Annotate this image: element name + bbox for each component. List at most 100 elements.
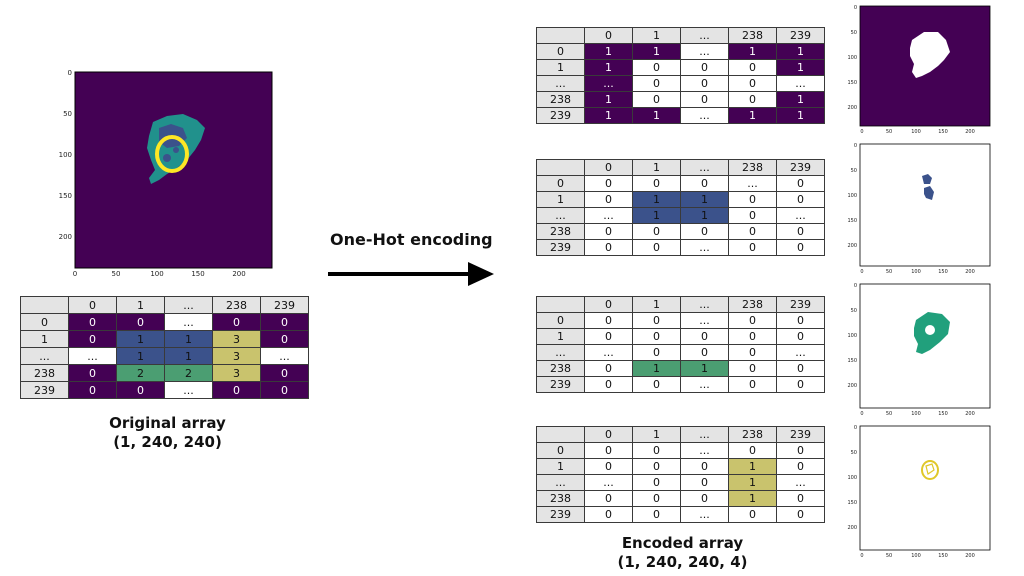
svg-text:200: 200 bbox=[965, 129, 975, 135]
row-header: ... bbox=[536, 207, 585, 224]
table-cell: ... bbox=[584, 75, 633, 92]
table-cell: 1 bbox=[584, 43, 633, 60]
svg-text:150: 150 bbox=[938, 553, 948, 559]
row-header: 0 bbox=[536, 43, 585, 60]
table-cell: 0 bbox=[680, 328, 729, 345]
svg-text:200: 200 bbox=[965, 553, 975, 559]
table-cell: 1 bbox=[776, 59, 825, 76]
svg-text:200: 200 bbox=[965, 411, 975, 417]
original-mask-image: 0 50 100 150 200 0 50 100 150 200 bbox=[59, 69, 273, 278]
table-cell: 0 bbox=[776, 506, 825, 523]
table-cell: 2 bbox=[164, 364, 213, 382]
table-cell: 0 bbox=[776, 191, 825, 208]
table-cell: 0 bbox=[632, 490, 681, 507]
one-hot-label: One-Hot encoding bbox=[330, 230, 493, 249]
table-cell: 1 bbox=[584, 91, 633, 108]
row-header: 0 bbox=[536, 442, 585, 459]
table-cell: 2 bbox=[116, 364, 165, 382]
table-cell: 0 bbox=[584, 239, 633, 256]
column-header: 238 bbox=[728, 426, 777, 443]
table-cell: 0 bbox=[728, 59, 777, 76]
column-header: 1 bbox=[116, 296, 165, 314]
column-header: 238 bbox=[728, 159, 777, 176]
column-header: 238 bbox=[728, 296, 777, 313]
table-cell: ... bbox=[680, 107, 729, 124]
table-cell: ... bbox=[776, 344, 825, 361]
svg-text:50: 50 bbox=[886, 553, 892, 559]
row-header: 238 bbox=[536, 91, 585, 108]
corner-cell bbox=[536, 426, 585, 443]
table-cell: 0 bbox=[728, 344, 777, 361]
table-cell: 0 bbox=[728, 191, 777, 208]
table-cell: 0 bbox=[632, 458, 681, 475]
y-tick-label: 100 bbox=[59, 151, 72, 159]
table-cell: 0 bbox=[116, 381, 165, 399]
original-caption-line1: Original array bbox=[109, 414, 226, 432]
table-cell: 0 bbox=[776, 175, 825, 192]
svg-text:150: 150 bbox=[847, 218, 857, 224]
row-header: 239 bbox=[536, 107, 585, 124]
table-cell: ... bbox=[680, 506, 729, 523]
table-cell: 0 bbox=[632, 175, 681, 192]
svg-text:100: 100 bbox=[911, 129, 921, 135]
table-cell: ... bbox=[584, 344, 633, 361]
svg-text:200: 200 bbox=[965, 269, 975, 275]
svg-text:100: 100 bbox=[847, 55, 857, 61]
table-cell: 0 bbox=[584, 360, 633, 377]
table-cell: ... bbox=[260, 347, 309, 365]
table-cell: 0 bbox=[680, 75, 729, 92]
encoded-caption: Encoded array (1, 240, 240, 4) bbox=[585, 534, 780, 572]
table-cell: ... bbox=[164, 381, 213, 399]
original-caption: Original array (1, 240, 240) bbox=[60, 414, 275, 452]
row-header: ... bbox=[536, 75, 585, 92]
table-cell: 0 bbox=[260, 313, 309, 331]
row-header: 0 bbox=[20, 313, 69, 331]
original-y-ticks: 0 50 100 150 200 bbox=[59, 69, 72, 241]
table-cell: ... bbox=[680, 442, 729, 459]
row-header: ... bbox=[20, 347, 69, 365]
table-cell: ... bbox=[728, 175, 777, 192]
table-cell: ... bbox=[680, 43, 729, 60]
table-cell: 1 bbox=[164, 330, 213, 348]
table-cell: 0 bbox=[728, 223, 777, 240]
encoded-caption-line1: Encoded array bbox=[621, 534, 744, 552]
column-header: 0 bbox=[584, 159, 633, 176]
column-header: ... bbox=[164, 296, 213, 314]
row-header: 238 bbox=[536, 490, 585, 507]
table-cell: ... bbox=[776, 474, 825, 491]
svg-text:150: 150 bbox=[847, 358, 857, 364]
table-cell: 0 bbox=[212, 381, 261, 399]
svg-text:50: 50 bbox=[886, 411, 892, 417]
table-cell: 0 bbox=[728, 376, 777, 393]
table-cell: 1 bbox=[728, 490, 777, 507]
table-cell: 0 bbox=[584, 376, 633, 393]
svg-text:150: 150 bbox=[938, 129, 948, 135]
column-header: 239 bbox=[260, 296, 309, 314]
table-cell: 1 bbox=[680, 191, 729, 208]
table-cell: 1 bbox=[632, 191, 681, 208]
table-cell: 0 bbox=[728, 239, 777, 256]
column-header: ... bbox=[680, 296, 729, 313]
x-tick-label: 150 bbox=[191, 270, 204, 278]
table-cell: 0 bbox=[584, 312, 633, 329]
svg-text:100: 100 bbox=[911, 411, 921, 417]
row-header: ... bbox=[536, 344, 585, 361]
table-cell: 0 bbox=[680, 59, 729, 76]
